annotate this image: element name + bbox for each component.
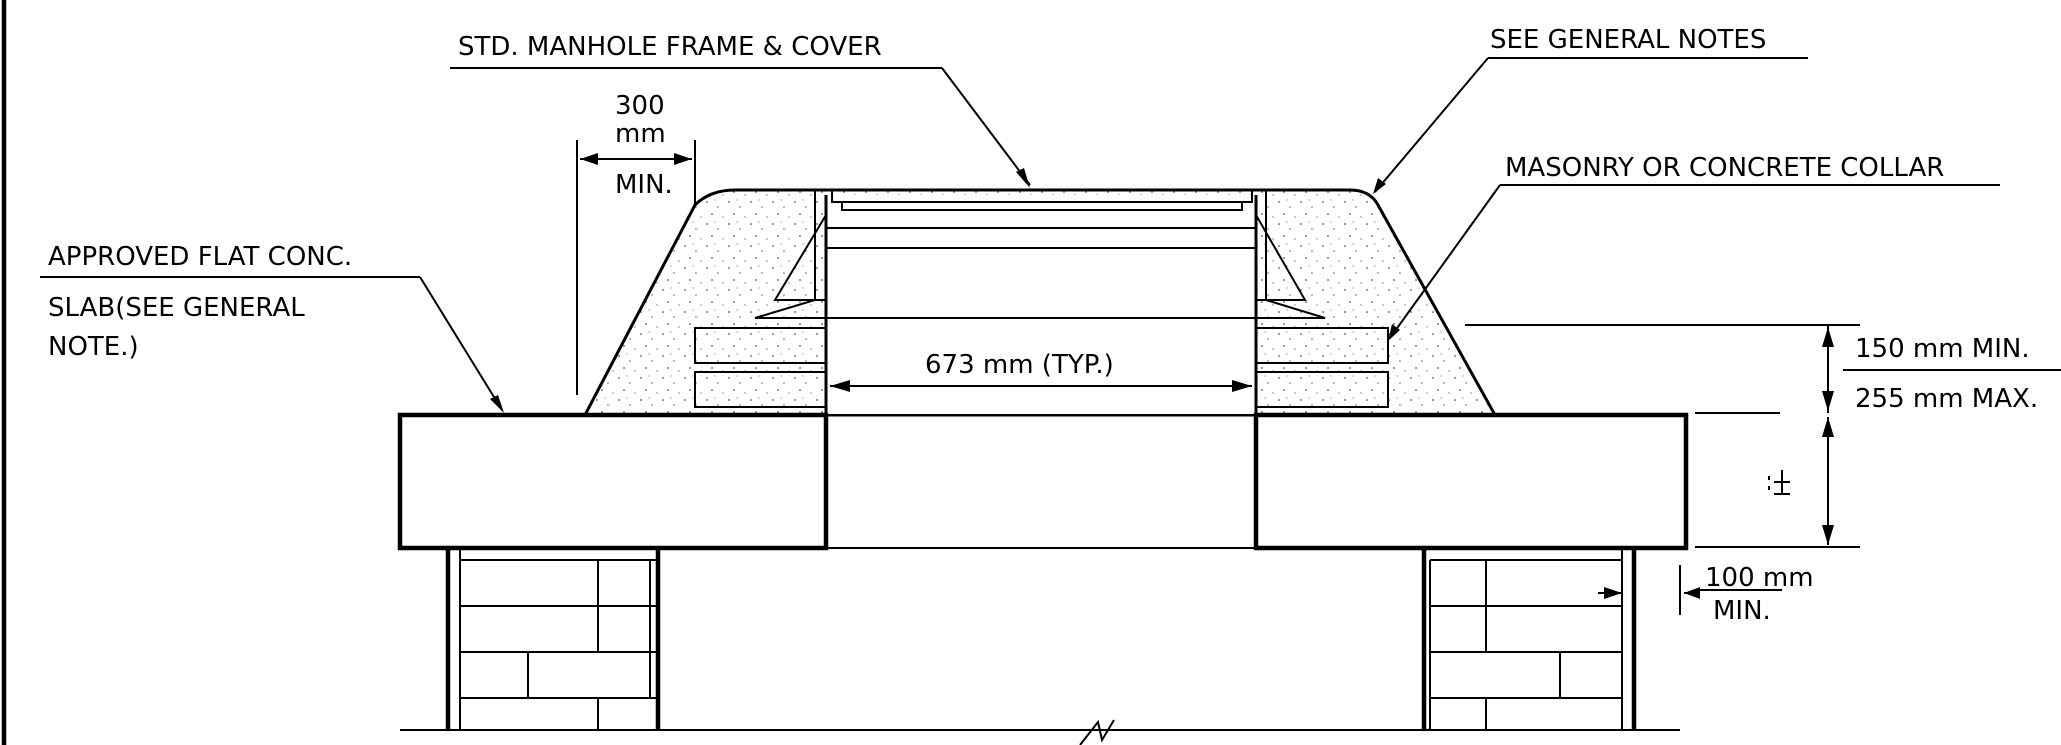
arrowhead-notes — [1373, 178, 1386, 194]
flat-concrete-slab — [397, 412, 1689, 551]
manhole-wall-left — [445, 548, 661, 730]
label-100-a: 100 mm — [1705, 563, 1814, 593]
leader-notes — [1374, 57, 1489, 193]
leader-frame-cover — [941, 67, 1031, 186]
label-255: 255 mm MAX. — [1855, 384, 2038, 414]
label-slab-line3: NOTE.) — [48, 332, 139, 362]
collar-brick-courses — [694, 327, 1389, 408]
label-100-b: MIN. — [1713, 596, 1771, 626]
label-general-notes: SEE GENERAL NOTES — [1490, 25, 1766, 55]
leader-collar — [1389, 184, 1501, 339]
label-300-c: MIN. — [615, 170, 673, 200]
label-673: 673 mm (TYP.) — [925, 350, 1114, 380]
label-slab-line2: SLAB(SEE GENERAL — [48, 293, 305, 323]
label-slab-line1: APPROVED FLAT CONC. — [48, 242, 352, 272]
manhole-opening — [826, 195, 1256, 415]
label-150: 150 mm MIN. — [1855, 334, 2030, 364]
break-mark — [1079, 719, 1115, 745]
arrowhead-slab — [490, 395, 504, 413]
dim-300mm — [576, 140, 696, 395]
manhole-wall-right — [1421, 548, 1637, 730]
dim-100mm — [1598, 565, 1782, 615]
dim-collar-height — [1465, 324, 2061, 414]
label-300-b: mm — [615, 119, 666, 149]
label-300-a: 300 — [615, 91, 665, 121]
dim-673mm — [830, 380, 1252, 392]
label-collar: MASONRY OR CONCRETE COLLAR — [1505, 153, 1944, 183]
leader-slab — [419, 276, 503, 411]
label-frame-cover: STD. MANHOLE FRAME & COVER — [458, 32, 882, 62]
arrowhead-collar — [1388, 324, 1400, 341]
dim-slab-thickness — [1695, 417, 1860, 548]
arrowhead-frame-cover — [1016, 168, 1030, 188]
